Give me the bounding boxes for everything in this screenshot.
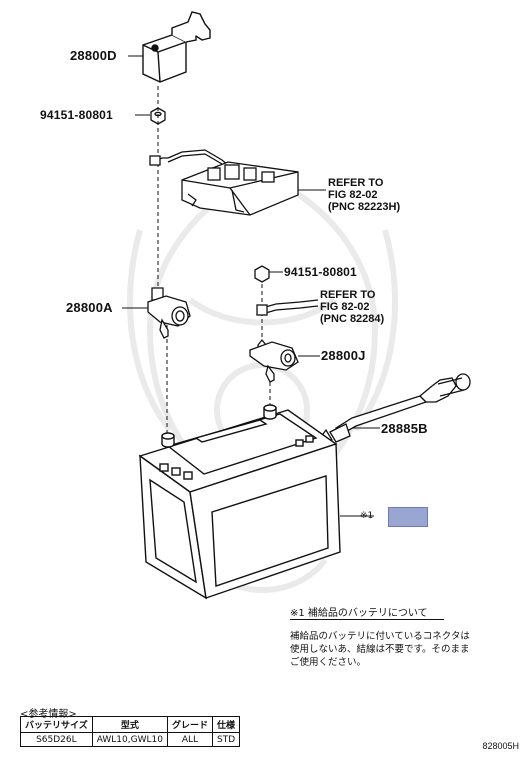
- note-line-3: ご使用ください。: [290, 657, 367, 668]
- callout-mark: ※1: [360, 511, 374, 521]
- label-28800J: 28800J: [321, 348, 366, 363]
- refer-upper-line-2: FIG 82-02: [328, 189, 378, 201]
- table-header: グレード: [166, 716, 213, 733]
- positive-cable: [256, 299, 319, 316]
- battery: [138, 404, 341, 600]
- table-cell: S65D26L: [20, 732, 93, 747]
- refer-upper-line-3: (PNC 82223H): [328, 201, 401, 213]
- label-28885B: 28885B: [381, 421, 428, 436]
- label-28800D: 28800D: [70, 48, 117, 63]
- refer-upper: REFER TO FIG 82-02 (PNC 82223H): [328, 177, 400, 213]
- table-cell: ALL: [166, 732, 213, 747]
- fuse-block: [181, 161, 299, 216]
- table-row: S65D26L AWL10,GWL10 ALL STD: [20, 732, 241, 747]
- refer-lower: REFER TO FIG 82-02 (PNC 82284): [320, 289, 384, 325]
- clamp-positive: [249, 338, 299, 383]
- placeholder-box: [388, 507, 428, 527]
- note-body: 補給品のバッテリに付いているコネクタは 使用しないあ、結線は不要です。そのまま …: [290, 630, 470, 669]
- label-28800A: 28800A: [66, 300, 113, 315]
- refer-lower-line-2: FIG 82-02: [320, 301, 370, 313]
- label-nut-top: 94151-80801: [40, 108, 113, 122]
- table-header: バッテリサイズ: [20, 716, 93, 733]
- label-nut-mid: 94151-80801: [284, 265, 357, 279]
- note-line-2: 使用しないあ、結線は不要です。そのまま: [290, 644, 470, 655]
- note-heading: ※1 補給品のバッテリについて: [290, 608, 428, 619]
- reference-info-table: バッテリサイズ 型式 グレード 仕様 S65D26L AWL10,GWL10 A…: [20, 716, 241, 747]
- note-underline: [290, 619, 444, 620]
- reference-info-title: <参考情報>: [20, 709, 77, 720]
- hold-down-bar: [319, 373, 471, 448]
- negative-cable: [149, 149, 241, 176]
- note-line-1: 補給品のバッテリに付いているコネクタは: [290, 631, 470, 642]
- table-cell: AWL10,GWL10: [91, 732, 168, 747]
- terminal-cover: [142, 11, 211, 83]
- table-header: 型式: [91, 716, 168, 733]
- nut-mid: [254, 265, 270, 283]
- refer-lower-line-1: REFER TO: [320, 289, 376, 301]
- table-cell: STD: [211, 732, 241, 747]
- diagram-code: 828005H: [482, 741, 519, 751]
- table-header-row: バッテリサイズ 型式 グレード 仕様: [20, 716, 241, 733]
- table-header: 仕様: [211, 716, 241, 733]
- refer-upper-line-1: REFER TO: [328, 177, 384, 189]
- clamp-negative: [147, 287, 191, 339]
- refer-lower-line-3: (PNC 82284): [320, 313, 385, 325]
